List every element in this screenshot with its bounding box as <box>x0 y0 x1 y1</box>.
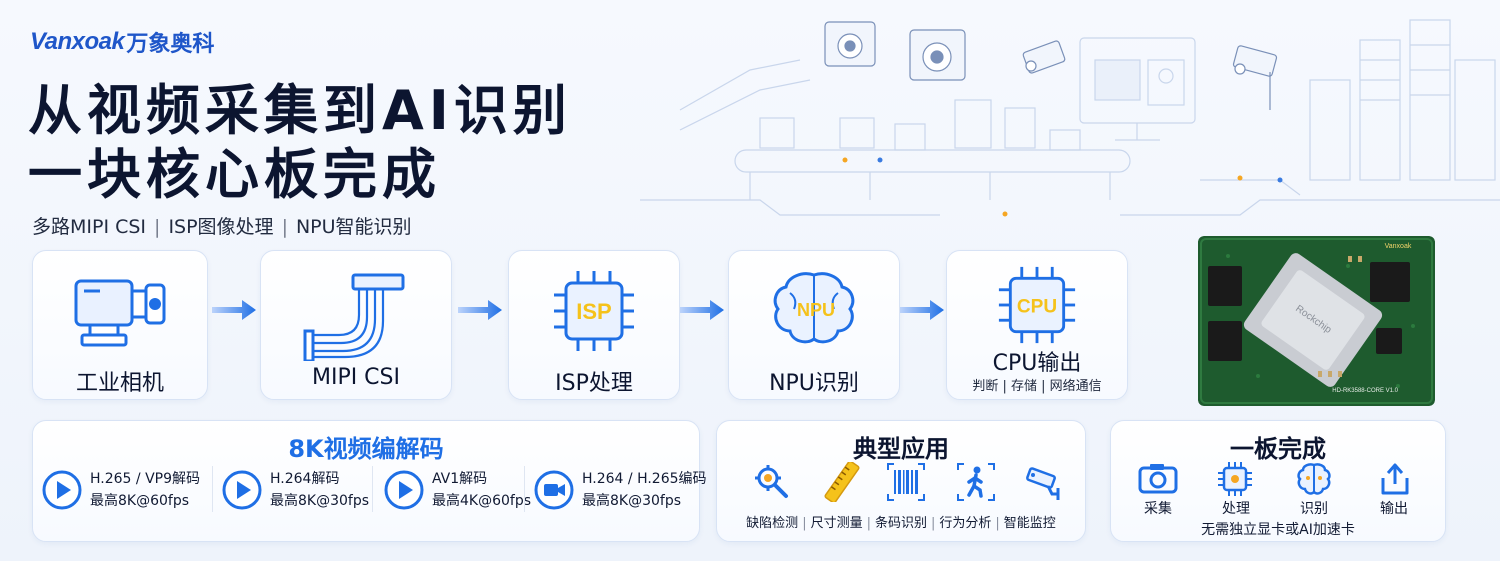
board-brand-label: Vanxoak <box>1385 243 1412 250</box>
defect-inspection-icon <box>755 465 788 498</box>
codec-name: H.264 / H.265编码 <box>582 471 707 487</box>
play-icon <box>42 470 82 510</box>
industrial-camera-icon <box>74 279 166 347</box>
brand-name-en: Vanxoak <box>30 28 125 55</box>
upload-icon <box>1381 463 1409 495</box>
processor-chip-icon <box>1218 462 1252 496</box>
play-icon <box>222 470 262 510</box>
application-labels: 缺陷检测|尺寸测量|条码识别|行为分析|智能监控 <box>716 512 1086 531</box>
board-model-label: HD-RK3588-CORE V1.0 <box>1332 388 1398 394</box>
stage-label: 工业相机 <box>75 371 164 396</box>
cpu-output-item: 判断 <box>972 379 999 394</box>
codec-item: H.264解码最高8K@30fps <box>222 464 372 514</box>
pipeline-stage-mipi-csi: MIPI CSI <box>260 250 452 400</box>
separator: | <box>802 516 807 531</box>
application-item: 行为分析 <box>939 516 992 531</box>
pipeline-stage-npu: NPU NPU识别 <box>728 250 900 400</box>
barcode-icon <box>887 463 925 501</box>
divider <box>524 466 525 512</box>
one-board-item: 处理 <box>1222 501 1250 517</box>
pipeline-stage-camera: 工业相机 <box>32 250 208 400</box>
codec-spec: 最高8K@60fps <box>90 493 190 509</box>
codec-section-title: 8K视频编解码 <box>288 435 444 463</box>
codec-spec: 最高8K@30fps <box>582 493 682 509</box>
pipeline-stage-isp: ISP ISP处理 <box>508 250 680 400</box>
codec-spec: 最高8K@30fps <box>270 493 370 509</box>
codec-name: H.264解码 <box>270 471 340 487</box>
one-board-section-title: 一板完成 <box>1230 435 1326 463</box>
application-item: 缺陷检测 <box>746 516 799 531</box>
applications-section-title: 典型应用 <box>853 435 949 463</box>
security-camera-icon <box>1026 467 1060 500</box>
arrow-right-icon <box>458 300 502 320</box>
brand-name-cn: 万象奥科 <box>126 32 215 57</box>
cpu-output-sub-list: 判断 | 存储 | 网络通信 <box>972 379 1102 394</box>
codec-item: H.265 / VP9解码最高8K@60fps <box>42 464 212 514</box>
application-item: 条码识别 <box>874 516 927 531</box>
divider <box>372 466 373 512</box>
codec-item: H.264 / H.265编码最高8K@30fps <box>534 464 707 514</box>
feature-item: ISP图像处理 <box>168 216 274 238</box>
stage-label: ISP处理 <box>555 371 633 396</box>
chip-text: ISP <box>576 299 611 324</box>
divider <box>212 466 213 512</box>
chip-text: NPU <box>797 300 835 320</box>
cpu-chip-icon: CPU <box>998 266 1076 344</box>
feature-item: 多路MIPI CSI <box>32 216 147 238</box>
codec-name: H.265 / VP9解码 <box>90 471 200 487</box>
cpu-output-item: 存储 <box>1010 379 1037 394</box>
codec-name: AV1解码 <box>432 471 488 487</box>
stage-label: CPU输出 <box>992 351 1082 376</box>
separator: | <box>995 516 1000 531</box>
ribbon-cable-icon <box>303 273 405 361</box>
one-board-item: 输出 <box>1380 501 1408 517</box>
one-board-item: 采集 <box>1144 501 1172 517</box>
core-board-image: Rockchip Vanxoak HD-RK3588-CORE V1.0 <box>1198 236 1435 406</box>
arrow-right-icon <box>900 300 944 320</box>
person-walking-icon <box>957 463 995 501</box>
ai-brain-icon <box>1297 463 1331 495</box>
ruler-icon <box>824 462 860 502</box>
arrow-right-icon <box>212 300 256 320</box>
arrow-right-icon <box>680 300 724 320</box>
factory-background-illustration <box>640 19 1500 217</box>
application-item: 尺寸测量 <box>810 516 863 531</box>
camera-icon <box>1138 464 1178 494</box>
isp-chip-icon: ISP <box>554 271 634 351</box>
headline-line-2: 一块核心板完成 <box>28 143 441 206</box>
one-board-note: 无需独立显卡或AI加速卡 <box>1201 522 1355 538</box>
separator: | <box>866 516 871 531</box>
npu-brain-icon: NPU <box>773 272 855 344</box>
headline-line-1: 从视频采集到AI识别 <box>28 79 572 142</box>
stage-label: NPU识别 <box>769 371 859 396</box>
separator: | <box>154 216 161 238</box>
codec-item: AV1解码最高4K@60fps <box>384 464 534 514</box>
separator: | <box>281 216 288 238</box>
video-camera-icon <box>534 470 574 510</box>
chip-text: CPU <box>1017 297 1057 318</box>
stage-label: MIPI CSI <box>311 365 401 390</box>
codec-spec: 最高4K@60fps <box>432 493 532 509</box>
cpu-output-item: 网络通信 <box>1049 379 1102 394</box>
pipeline-stage-cpu: CPU CPU输出 判断 | 存储 | 网络通信 <box>946 250 1128 400</box>
play-icon <box>384 470 424 510</box>
feature-list: 多路MIPI CSI | ISP图像处理 | NPU智能识别 <box>32 212 412 239</box>
separator: | <box>931 516 936 531</box>
feature-item: NPU智能识别 <box>295 216 412 238</box>
brand-logo: Vanxoak 万象奥科 <box>30 26 214 58</box>
one-board-item: 识别 <box>1300 501 1328 517</box>
application-item: 智能监控 <box>1003 516 1056 531</box>
codec-section: 8K视频编解码 <box>32 420 700 542</box>
